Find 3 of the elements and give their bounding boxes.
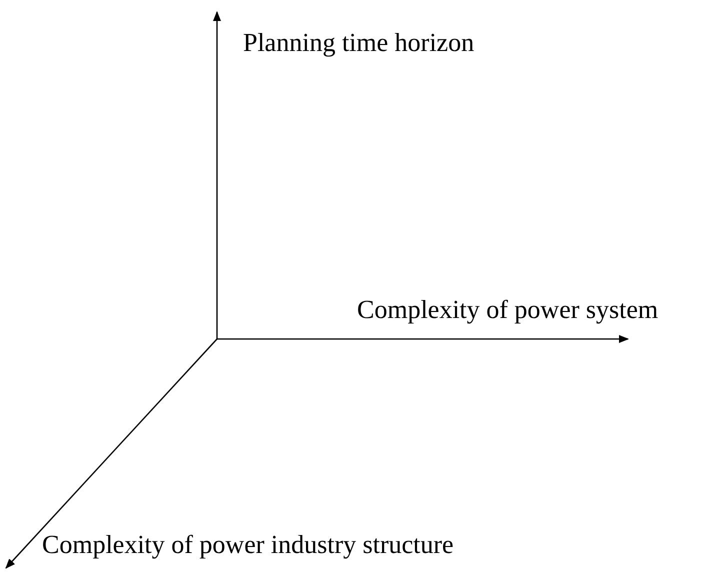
axis-label: Complexity of power system bbox=[357, 294, 658, 326]
axis-label: Planning time horizon bbox=[243, 27, 474, 58]
axis-label: Complexity of power industry structure bbox=[42, 529, 454, 560]
